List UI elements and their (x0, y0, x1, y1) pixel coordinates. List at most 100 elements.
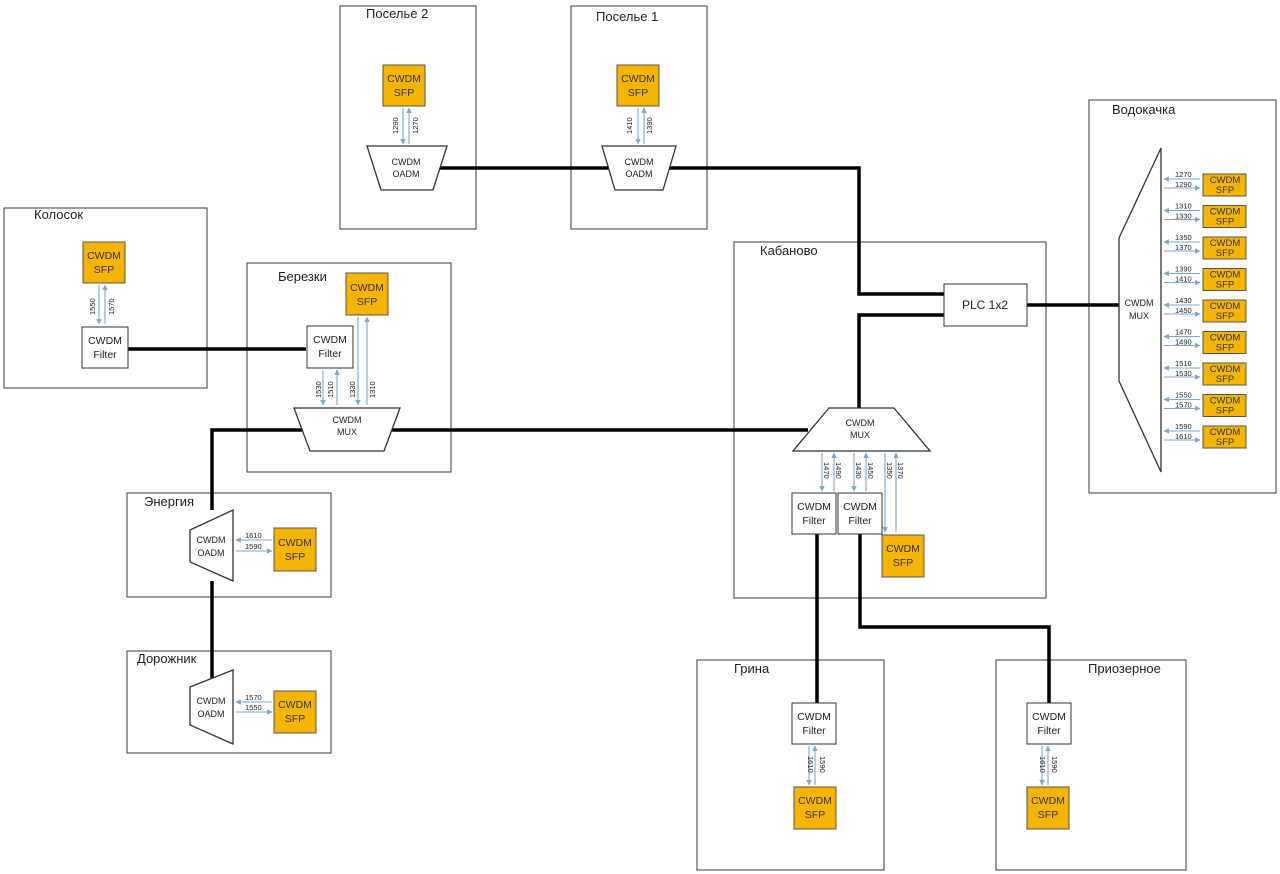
sfp-label-cwdm: CWDM (1210, 333, 1241, 344)
wavelength-label: 1570 (245, 693, 262, 702)
wavelength-label: 1590 (245, 542, 262, 551)
filter-label-filter: Filter (93, 349, 117, 361)
sfp-energiya (273, 527, 317, 572)
wavelength-label: 1330 (348, 381, 357, 398)
sfp-kabanovo (881, 534, 925, 578)
wavelength-label: 1610 (245, 531, 262, 540)
wavelength-label: 1590 (1175, 422, 1192, 431)
filter-label-cwdm: CWDM (1032, 711, 1066, 723)
site-title-energiya: Энергия (144, 494, 194, 509)
sfp-berezki (345, 272, 389, 316)
site-title-vodokachka: Водокачка (1112, 102, 1176, 117)
wavelength-label: 1430 (854, 462, 863, 479)
sfp-label-sfp: SFP (1216, 217, 1234, 228)
filter-berezki (306, 325, 354, 369)
mux-label-cwdm: CWDM (1125, 298, 1154, 308)
sfp-label-cwdm: CWDM (1210, 175, 1241, 186)
sfp-label-sfp: SFP (628, 87, 648, 99)
sfp-label-sfp: SFP (1216, 437, 1234, 448)
wavelength-label: 1450 (1175, 306, 1192, 315)
site-title-grina: Грина (734, 661, 770, 676)
wavelength-label: 1570 (107, 298, 116, 315)
sfp-kolosok (82, 241, 126, 284)
site-title-kolosok: Колосок (34, 207, 83, 222)
site-box-grina (696, 659, 885, 871)
mux-vodokachka (1118, 147, 1162, 473)
oadm-poselye2 (366, 145, 448, 191)
sfp-label-sfp: SFP (1216, 343, 1234, 354)
sfp-label-cwdm: CWDM (1031, 795, 1065, 807)
sfp-label-sfp: SFP (1216, 374, 1234, 385)
oadm-label-cwdm: CWDM (197, 696, 226, 706)
sfp-label-sfp: SFP (285, 551, 305, 563)
wavelength-label: 1290 (391, 117, 400, 134)
wavelength-label: 1490 (834, 462, 843, 479)
sfp-vodokachka (1202, 173, 1247, 197)
filter-label-filter: Filter (802, 515, 826, 527)
wavelength-label: 1430 (1175, 296, 1192, 305)
sfp-label-cwdm: CWDM (1210, 270, 1241, 281)
sfp-label-sfp: SFP (1216, 185, 1234, 196)
sfp-label-cwdm: CWDM (278, 537, 312, 549)
oadm-energiya (189, 508, 234, 582)
filter-label-filter: Filter (318, 348, 342, 360)
filter-grina (791, 702, 837, 745)
site-title-priozernoe: Приозерное (1088, 661, 1161, 676)
wavelength-label: 1610 (1175, 432, 1192, 441)
sfp-label-cwdm: CWDM (1210, 207, 1241, 218)
wavelength-label: 1270 (411, 117, 420, 134)
sfp-label-sfp: SFP (1038, 809, 1058, 821)
oadm-label-oadm: OADM (198, 548, 225, 558)
sfp-label-cwdm: CWDM (278, 699, 312, 711)
filter-priozernoe (1026, 702, 1072, 745)
wavelength-label: 1370 (1175, 243, 1192, 252)
fiber-plc-kabanovo-mux (857, 313, 944, 408)
filter-label-filter: Filter (802, 725, 826, 737)
wavelength-label: 1590 (1050, 756, 1059, 773)
filter-kolosok (81, 326, 129, 369)
wavelength-label: 1390 (645, 117, 654, 134)
sfp-vodokachka (1202, 425, 1247, 449)
sfp-label-cwdm: CWDM (1210, 396, 1241, 407)
wavelength-label: 1450 (866, 462, 875, 479)
sfp-vodokachka (1202, 362, 1247, 386)
wavelength-label: 1530 (1175, 369, 1192, 378)
sfp-vodokachka (1202, 236, 1247, 260)
sfp-priozernoe (1026, 786, 1070, 830)
sfp-label-cwdm: CWDM (798, 795, 832, 807)
sfp-label-sfp: SFP (1216, 311, 1234, 322)
sfp-vodokachka (1202, 205, 1247, 228)
oadm-poselye1 (601, 145, 677, 191)
filter-label-filter: Filter (1037, 725, 1061, 737)
site-title-poselye1: Поселье 1 (596, 9, 658, 24)
sfp-vodokachka (1202, 394, 1247, 417)
wavelength-label: 1370 (896, 462, 905, 479)
filter-label-cwdm: CWDM (843, 501, 877, 513)
sfp-grina (793, 786, 837, 830)
mux-berezki (293, 407, 401, 452)
fiber-berezki-energiya (210, 428, 303, 510)
sfp-label-sfp: SFP (893, 557, 913, 569)
sfp-label-sfp: SFP (285, 713, 305, 725)
sfp-dorozhnik (273, 690, 317, 734)
mux-label-mux: MUX (337, 427, 357, 437)
wavelength-label: 1350 (885, 462, 894, 479)
filter-kabanovo-2 (837, 492, 883, 535)
sfp-label-sfp: SFP (1216, 406, 1234, 417)
wavelength-label: 1590 (818, 756, 827, 773)
site-box-poselye1 (570, 5, 708, 230)
sfp-label-cwdm: CWDM (1210, 301, 1241, 312)
sfp-vodokachka (1202, 268, 1247, 291)
wavelength-label: 1470 (822, 462, 831, 479)
sfp-poselye2 (382, 64, 426, 107)
oadm-label-oadm: OADM (393, 169, 420, 179)
wavelength-label: 1550 (245, 703, 262, 712)
sfp-label-sfp: SFP (1216, 248, 1234, 259)
wavelength-label: 1330 (1175, 212, 1192, 221)
filter-label-filter: Filter (848, 515, 872, 527)
sfp-label-sfp: SFP (1216, 280, 1234, 291)
filter-kabanovo-1 (791, 492, 837, 535)
oadm-dorozhnik (189, 669, 234, 745)
